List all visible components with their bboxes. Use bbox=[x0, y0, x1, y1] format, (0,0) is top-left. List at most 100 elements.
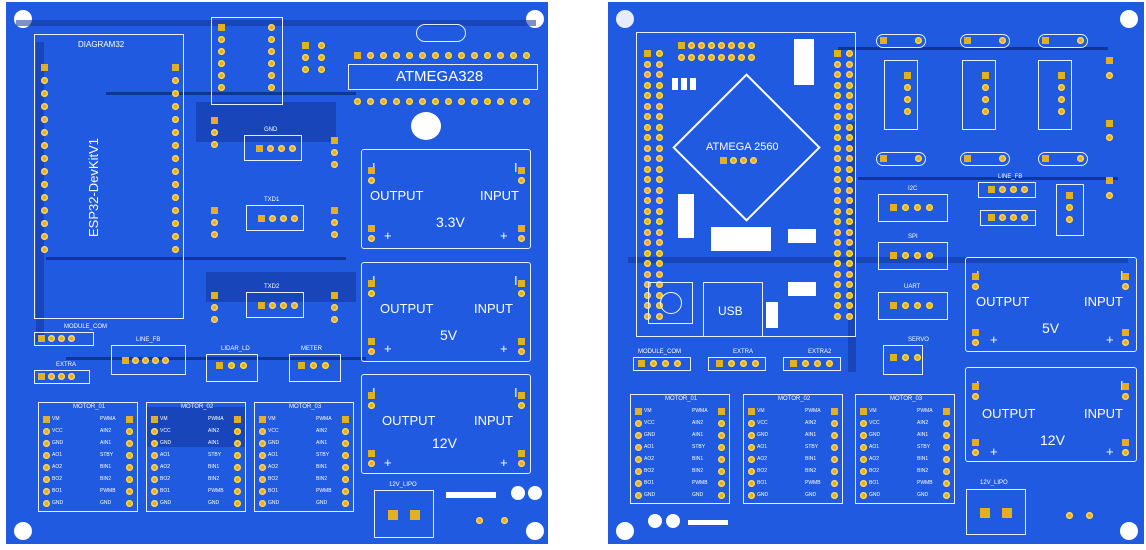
pad bbox=[68, 373, 75, 380]
pad bbox=[331, 161, 338, 168]
pad bbox=[846, 228, 853, 236]
pad bbox=[218, 48, 225, 55]
pad bbox=[656, 281, 663, 288]
motor-pin-label: STBY bbox=[805, 444, 819, 450]
pad bbox=[846, 291, 853, 299]
pad bbox=[834, 291, 841, 299]
pad bbox=[834, 113, 841, 120]
pad bbox=[846, 113, 853, 120]
pad bbox=[860, 420, 867, 427]
pad bbox=[259, 464, 266, 471]
pad bbox=[41, 129, 48, 136]
motor-pin-label: PWMA bbox=[100, 416, 116, 422]
lipo-label: 12V_LIPO bbox=[980, 480, 1008, 486]
pad bbox=[354, 98, 361, 105]
motor-pin-label: AO2 bbox=[869, 456, 880, 462]
pad bbox=[834, 249, 841, 257]
pad bbox=[718, 408, 725, 415]
pad bbox=[484, 52, 491, 59]
pad bbox=[368, 235, 375, 242]
pad bbox=[302, 66, 309, 73]
servo-connector bbox=[1056, 184, 1084, 236]
motor-pin-label: STBY bbox=[917, 444, 931, 450]
pad bbox=[814, 360, 821, 367]
resistor-outline bbox=[876, 152, 926, 166]
pad bbox=[644, 102, 651, 110]
pad bbox=[445, 98, 452, 105]
meter-label: METER bbox=[301, 346, 322, 352]
motor-pin-label: AIN1 bbox=[208, 440, 220, 446]
pad bbox=[790, 360, 797, 367]
motor-pin-label: GND bbox=[692, 492, 704, 498]
extra-connector bbox=[708, 357, 766, 371]
pad bbox=[982, 108, 989, 115]
pad bbox=[172, 207, 179, 214]
pad bbox=[162, 357, 169, 364]
motor-pin-label: AO1 bbox=[52, 452, 63, 458]
pad bbox=[269, 302, 276, 309]
pad bbox=[644, 134, 651, 141]
motor-pin-label: GND bbox=[208, 500, 220, 506]
pad bbox=[342, 488, 349, 495]
extra-label: EXTRA bbox=[733, 349, 754, 355]
pad bbox=[518, 348, 525, 355]
pad bbox=[234, 440, 241, 447]
pad bbox=[860, 408, 867, 415]
line-fb-connector bbox=[978, 182, 1036, 198]
pad bbox=[367, 52, 374, 59]
pad bbox=[419, 52, 426, 59]
pad bbox=[999, 155, 1006, 162]
pad bbox=[368, 460, 375, 467]
pad bbox=[484, 98, 491, 105]
pad bbox=[331, 137, 338, 144]
pad bbox=[458, 52, 465, 59]
esp32-module-label: ESP32-DevKitV1 bbox=[86, 138, 101, 237]
pad bbox=[902, 252, 909, 259]
regulator-5v: I I OUTPUT INPUT 5V + + bbox=[361, 262, 531, 362]
pad bbox=[972, 449, 979, 456]
pad bbox=[748, 468, 755, 475]
pad bbox=[172, 77, 179, 84]
module-com-label: MODULE_COM bbox=[638, 349, 682, 355]
pcb-board-esp32: DIAGRAM32 ESP32-DevKitV1 ATMEGA328 GND T… bbox=[4, 0, 550, 546]
pad bbox=[278, 145, 285, 152]
pad bbox=[644, 218, 651, 225]
line-fb-connector bbox=[111, 345, 186, 375]
component-block bbox=[788, 282, 816, 296]
pad bbox=[368, 402, 375, 409]
mount-hole bbox=[1120, 10, 1138, 28]
motor-pin-label: BIN1 bbox=[100, 464, 112, 470]
pad bbox=[644, 155, 651, 162]
pad bbox=[406, 98, 413, 105]
pad bbox=[151, 440, 158, 447]
mount-hole bbox=[14, 522, 32, 540]
motor-pin-label: GND bbox=[160, 440, 172, 446]
motor-pin-label: AO1 bbox=[869, 444, 880, 450]
pad bbox=[331, 149, 338, 156]
pad bbox=[259, 428, 266, 435]
lidar-connector bbox=[206, 354, 258, 382]
pad bbox=[846, 186, 853, 194]
pad bbox=[644, 113, 651, 120]
motor-pin-label: AIN1 bbox=[692, 432, 704, 438]
pad bbox=[644, 197, 651, 204]
pad bbox=[58, 373, 65, 380]
pad bbox=[943, 420, 950, 427]
pad bbox=[846, 81, 853, 89]
motor-pin-label: BO2 bbox=[160, 476, 171, 482]
pad bbox=[718, 492, 725, 499]
motor-pin-label: GND bbox=[52, 500, 64, 506]
pad bbox=[1021, 214, 1028, 221]
pad bbox=[368, 290, 375, 297]
pad bbox=[268, 72, 275, 79]
pad bbox=[972, 339, 979, 346]
pad bbox=[1122, 329, 1129, 336]
pad bbox=[342, 440, 349, 447]
resistor-outline bbox=[960, 152, 1010, 166]
pad bbox=[234, 452, 241, 459]
pad bbox=[943, 432, 950, 439]
pad bbox=[943, 468, 950, 475]
pad bbox=[644, 302, 651, 309]
pad bbox=[43, 428, 50, 435]
pad bbox=[234, 488, 241, 495]
